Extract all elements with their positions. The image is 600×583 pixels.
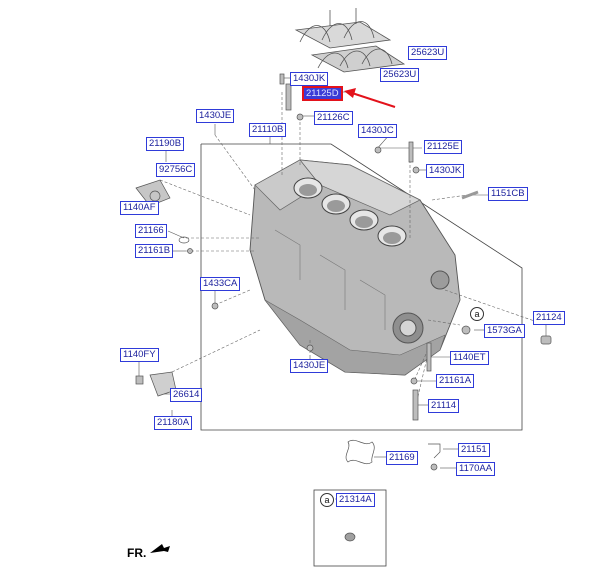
label-21169[interactable]: 21169 bbox=[386, 451, 418, 465]
label-1430JK-top[interactable]: 1430JK bbox=[290, 72, 329, 86]
label-92756C[interactable]: 92756C bbox=[156, 163, 196, 177]
label-21125E[interactable]: 21125E bbox=[424, 140, 463, 154]
front-direction-arrow-icon bbox=[150, 544, 170, 553]
label-1573GA[interactable]: 1573GA bbox=[484, 324, 525, 338]
highlight-arrow bbox=[344, 88, 396, 108]
label-1140ET[interactable]: 1140ET bbox=[450, 351, 489, 365]
main-frame bbox=[200, 143, 523, 431]
label-21151[interactable]: 21151 bbox=[458, 443, 490, 457]
label-1430JE-bottom[interactable]: 1430JE bbox=[290, 359, 329, 373]
label-21126C[interactable]: 21126C bbox=[314, 111, 353, 125]
label-1430JE-left[interactable]: 1430JE bbox=[196, 109, 235, 123]
label-21110B[interactable]: 21110B bbox=[249, 123, 287, 137]
label-21180A[interactable]: 21180A bbox=[154, 416, 193, 430]
bearing-caps-illustration bbox=[294, 8, 406, 73]
cylinder-block-illustration bbox=[249, 159, 461, 376]
label-21190B[interactable]: 21190B bbox=[146, 137, 185, 151]
label-1433CA[interactable]: 1433CA bbox=[200, 277, 241, 291]
label-1430JK-right[interactable]: 1430JK bbox=[426, 164, 465, 178]
label-21166[interactable]: 21166 bbox=[135, 224, 167, 238]
label-1140FY[interactable]: 1140FY bbox=[120, 348, 159, 362]
label-21114[interactable]: 21114 bbox=[428, 399, 460, 413]
callout-a-main: a bbox=[470, 307, 484, 321]
label-1170AA[interactable]: 1170AA bbox=[456, 462, 496, 476]
label-1151CB[interactable]: 1151CB bbox=[488, 187, 528, 201]
label-25623U-lower[interactable]: 25623U bbox=[380, 68, 420, 82]
callout-a-inset: a bbox=[320, 493, 334, 507]
small-parts bbox=[135, 73, 552, 542]
label-1140AF[interactable]: 1140AF bbox=[120, 201, 159, 215]
label-21314A[interactable]: 21314A bbox=[336, 493, 375, 507]
inset-box bbox=[313, 489, 387, 567]
label-21161A[interactable]: 21161A bbox=[436, 374, 475, 388]
label-21161B[interactable]: 21161B bbox=[135, 244, 174, 258]
label-25623U-upper[interactable]: 25623U bbox=[408, 46, 448, 60]
label-1430JC[interactable]: 1430JC bbox=[358, 124, 397, 138]
label-21125D-highlighted[interactable]: 21125D bbox=[302, 86, 343, 101]
front-direction-label: FR. bbox=[127, 546, 147, 560]
label-21124[interactable]: 21124 bbox=[533, 311, 565, 325]
label-26614[interactable]: 26614 bbox=[170, 388, 203, 402]
